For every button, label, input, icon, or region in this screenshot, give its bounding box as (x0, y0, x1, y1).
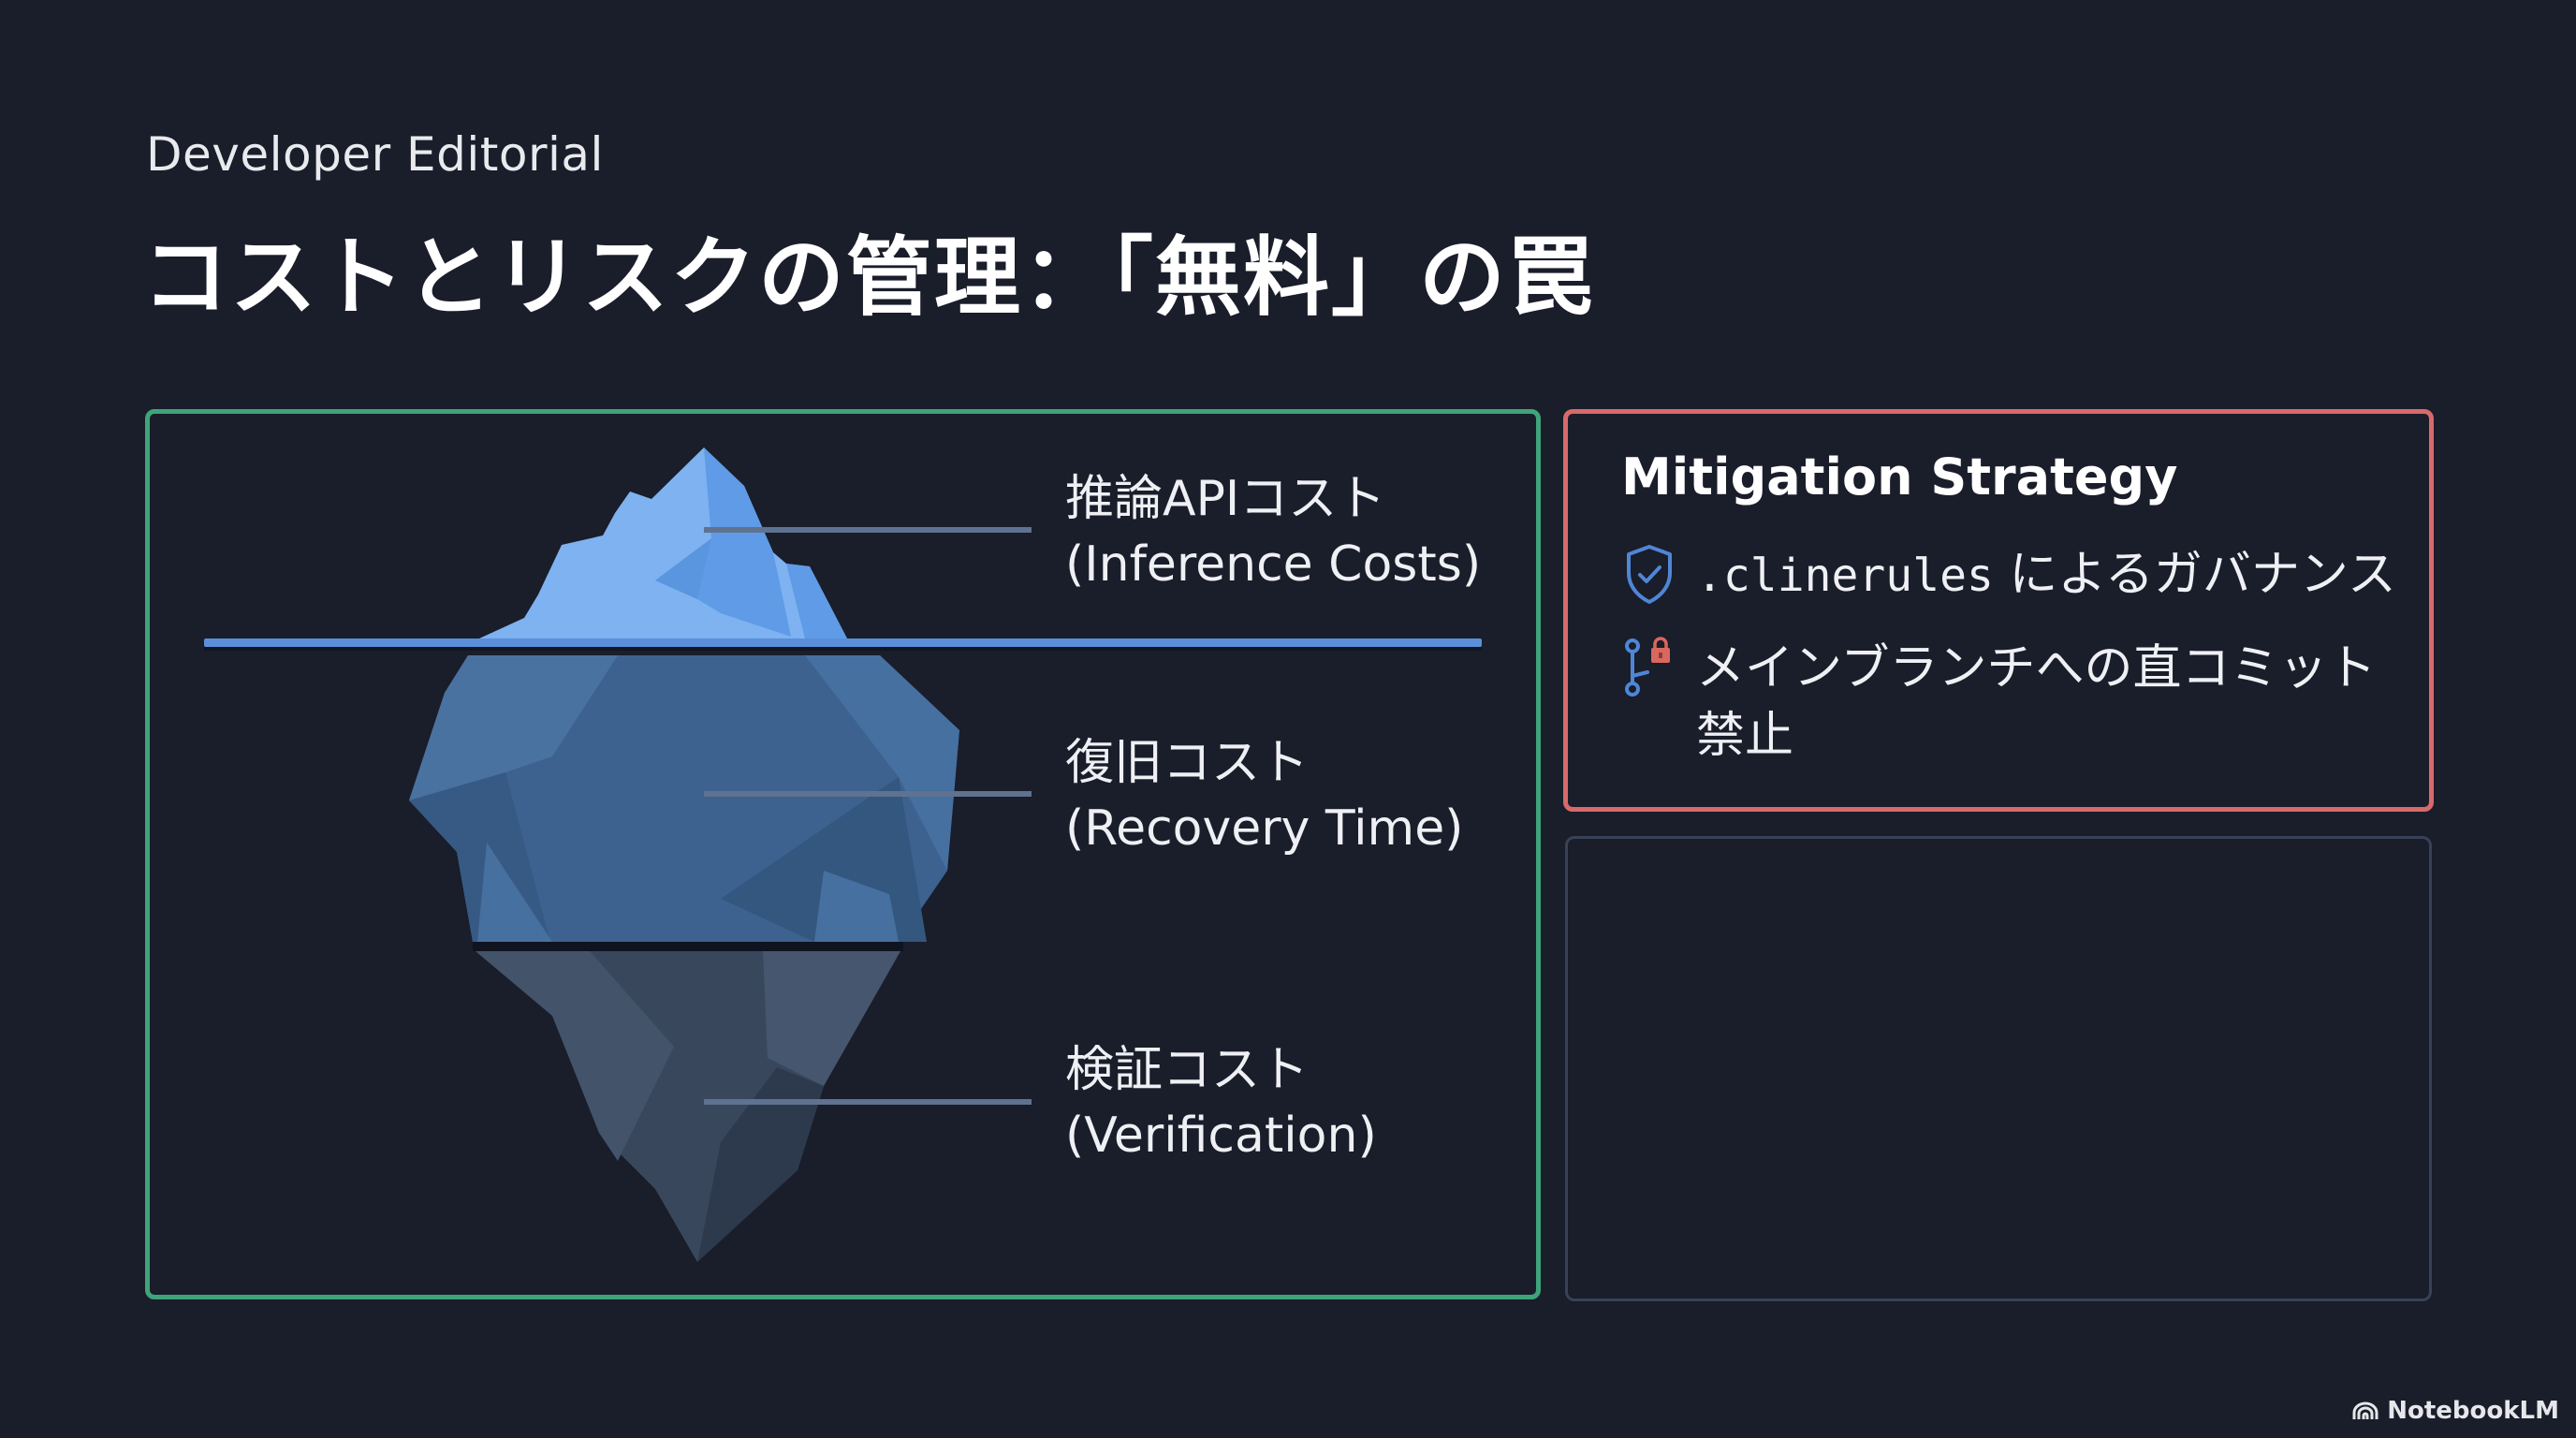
brand-watermark: NotebookLM (2351, 1397, 2559, 1425)
mitigation-title: Mitigation Strategy (1621, 448, 2178, 506)
mitigation-item-text: によるガバナンス (1993, 547, 2396, 603)
layer-label-en: (Verification) (1065, 1108, 1377, 1164)
layer-label-en: (Recovery Time) (1065, 800, 1464, 857)
page-title: コストとリスクの管理：「無料」の罠 (142, 227, 1596, 328)
layer-label-ja: 推論APIコスト (1065, 471, 1386, 527)
iceberg-panel (145, 409, 1541, 1299)
git-branch-lock-icon (1625, 637, 1670, 697)
clinerules-code: .clinerules (1696, 550, 1994, 602)
notebooklm-logo-icon (2352, 1401, 2378, 1419)
shield-check-icon (1627, 545, 1672, 604)
layer-label-recovery: 復旧コスト (Recovery Time) (1065, 730, 1463, 861)
mitigation-panel (1563, 409, 2434, 812)
mitigation-item-branch-protection: メインブランチへの直コミット禁止 (1621, 635, 2408, 770)
layer-label-ja: 復旧コスト (1065, 735, 1310, 791)
empty-panel (1565, 836, 2432, 1301)
iceberg-middle-section (409, 655, 959, 942)
mitigation-item-text: メインブランチへの直コミット禁止 (1696, 640, 2377, 764)
kicker-label: Developer Editorial (146, 127, 604, 182)
layer-label-ja: 検証コスト (1065, 1042, 1310, 1098)
iceberg-tip-section (479, 448, 847, 638)
mitigation-item-clinerules: .clinerules によるガバナンス (1621, 541, 2408, 609)
layer-label-inference: 推論APIコスト (Inference Costs) (1065, 466, 1481, 597)
layer-label-en: (Inference Costs) (1065, 536, 1482, 593)
layer-label-verification: 検証コスト (Verification) (1065, 1037, 1377, 1168)
brand-label: NotebookLM (2387, 1397, 2559, 1425)
iceberg-deep-section (476, 951, 900, 1262)
